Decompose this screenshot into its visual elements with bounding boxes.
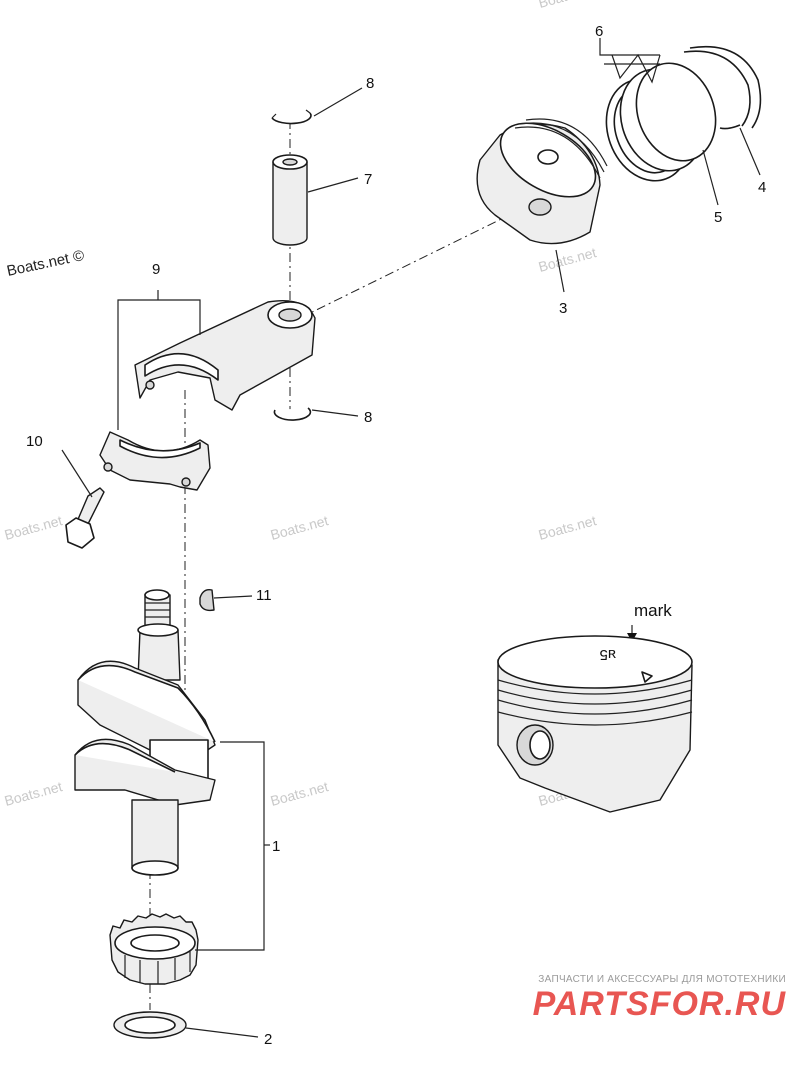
brand-subtitle: ЗАПЧАСТИ И АКСЕССУАРЫ ДЛЯ МОТОТЕХНИКИ (538, 974, 786, 985)
callout-6: 6 (595, 23, 603, 40)
watermark: Boats.net (269, 512, 330, 543)
brand-logo: PARTSFOR.RU (532, 985, 786, 1023)
watermark: Boats.net (537, 244, 598, 275)
piston-rings-part (605, 62, 717, 182)
piston-part (476, 118, 608, 245)
piston-pin-part (272, 154, 308, 246)
crank-gear-part (109, 913, 199, 985)
watermark: Boats.net (537, 512, 598, 543)
watermark: Boats.net (269, 778, 330, 809)
connecting-rod-part (134, 300, 316, 411)
callout-2: 2 (264, 1031, 272, 1048)
circlip-top-part (271, 109, 312, 125)
callout-3: 3 (559, 300, 567, 317)
brand-watermark: ЗАПЧАСТИ И АКСЕССУАРЫ ДЛЯ МОТОТЕХНИКИ PA… (486, 974, 786, 1023)
callout-8-top: 8 (366, 75, 374, 92)
leader-lines (61, 38, 761, 1038)
watermark: Boats.net (3, 778, 64, 809)
mark-label: mark (634, 601, 672, 620)
center-lines (149, 120, 541, 1010)
callout-9: 9 (152, 261, 160, 278)
callout-4: 4 (758, 179, 766, 196)
callout-7: 7 (364, 171, 372, 188)
callout-10: 10 (26, 433, 43, 450)
watermark: Boats.net (537, 0, 598, 11)
callout-1: 1 (272, 838, 280, 855)
watermark: Boats.net (3, 512, 64, 543)
top-ring-part (683, 45, 762, 130)
rod-bolt-part (65, 487, 105, 549)
piston-crown-mark: ᴚ5 (600, 646, 616, 663)
circlip-bottom-part (273, 407, 312, 421)
crankshaft-part (74, 589, 216, 876)
piston-detail-part: ᴚ5 (497, 635, 693, 813)
callout-11: 11 (256, 587, 272, 604)
rod-cap-part (99, 431, 211, 491)
callout-8-bottom: 8 (364, 409, 372, 426)
callout-5: 5 (714, 209, 722, 226)
callout-labels: 1 2 3 4 5 6 7 8 8 9 10 11 mark (26, 23, 766, 1048)
watermark-primary: Boats.net © (5, 247, 85, 280)
washer-part (113, 1011, 187, 1039)
woodruff-key-part (199, 588, 215, 612)
